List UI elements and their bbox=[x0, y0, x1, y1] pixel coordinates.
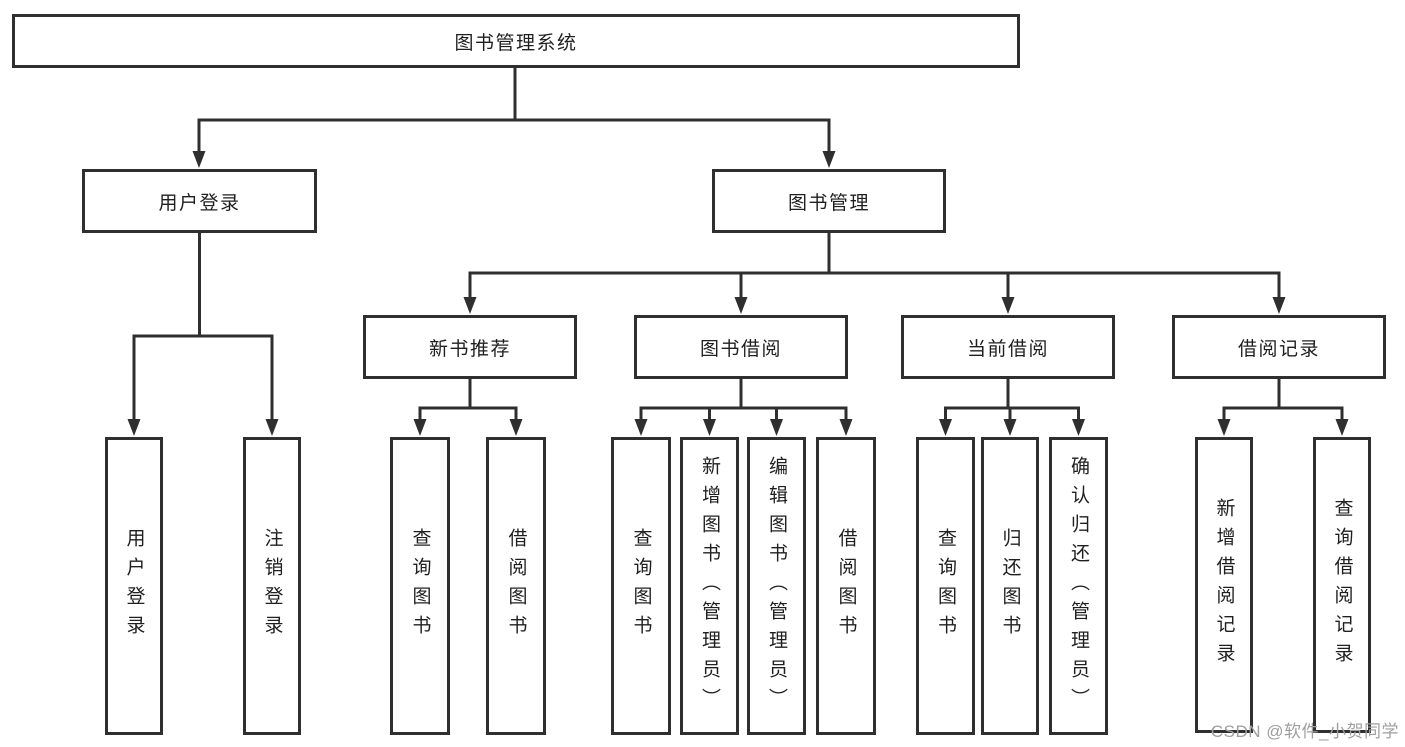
leaf-borrow-books-recommend: 借阅图书 bbox=[486, 437, 546, 735]
node-root-library-system: 图书管理系统 bbox=[12, 14, 1020, 68]
arrowhead bbox=[1003, 419, 1017, 436]
arrowhead bbox=[1217, 419, 1231, 436]
leaf-return-books: 归还图书 bbox=[981, 437, 1039, 735]
watermark: CSDN @软件_小贺同学 bbox=[1210, 722, 1399, 741]
arrowhead bbox=[413, 419, 427, 436]
leaf-logout: 注销登录 bbox=[243, 437, 301, 735]
connector-records-split bbox=[1222, 379, 1344, 419]
connector-book-borrow-split bbox=[639, 379, 848, 419]
node-user-login: 用户登录 bbox=[82, 169, 317, 233]
leaf-add-borrow-record: 新增借阅记录 bbox=[1195, 437, 1253, 733]
leaf-query-books-recommend: 查询图书 bbox=[390, 437, 450, 735]
arrowhead bbox=[192, 151, 206, 168]
connector-current-split bbox=[944, 379, 1080, 419]
arrowhead bbox=[1272, 297, 1286, 314]
connector-user-login-split bbox=[132, 233, 274, 419]
arrowhead bbox=[770, 419, 783, 436]
arrowhead bbox=[634, 419, 648, 436]
node-new-book-recommend: 新书推荐 bbox=[363, 315, 577, 379]
arrowhead bbox=[127, 419, 141, 436]
leaf-edit-books-admin: 编辑图书（管理员） bbox=[747, 437, 806, 735]
leaf-query-borrow-record: 查询借阅记录 bbox=[1313, 437, 1371, 733]
arrowhead bbox=[822, 151, 836, 168]
leaf-user-login: 用户登录 bbox=[105, 437, 163, 735]
connector-new-book-split bbox=[418, 379, 518, 419]
leaf-add-books-admin: 新增图书（管理员） bbox=[680, 437, 739, 735]
arrowhead bbox=[509, 419, 523, 436]
arrowheads bbox=[127, 151, 1349, 436]
arrowhead bbox=[265, 419, 279, 436]
node-book-management: 图书管理 bbox=[712, 169, 946, 233]
connector-root-split bbox=[197, 68, 831, 151]
connector-book-mgmt-split bbox=[468, 233, 1281, 297]
leaf-confirm-return-admin: 确认归还（管理员） bbox=[1049, 437, 1108, 735]
leaf-borrow-books: 借阅图书 bbox=[816, 437, 876, 735]
leaf-query-books-current: 查询图书 bbox=[916, 437, 975, 735]
arrowhead bbox=[734, 297, 748, 314]
arrowhead bbox=[1335, 419, 1349, 436]
node-current-borrow: 当前借阅 bbox=[901, 315, 1115, 379]
leaf-query-books-borrow: 查询图书 bbox=[611, 437, 671, 735]
node-borrow-records: 借阅记录 bbox=[1172, 315, 1386, 379]
arrowhead bbox=[839, 419, 853, 436]
arrowhead bbox=[463, 297, 477, 314]
arrowhead bbox=[1001, 297, 1015, 314]
arrowhead bbox=[703, 419, 716, 436]
node-book-borrow: 图书借阅 bbox=[634, 315, 848, 379]
arrowhead bbox=[939, 419, 952, 436]
arrowhead bbox=[1072, 419, 1085, 436]
